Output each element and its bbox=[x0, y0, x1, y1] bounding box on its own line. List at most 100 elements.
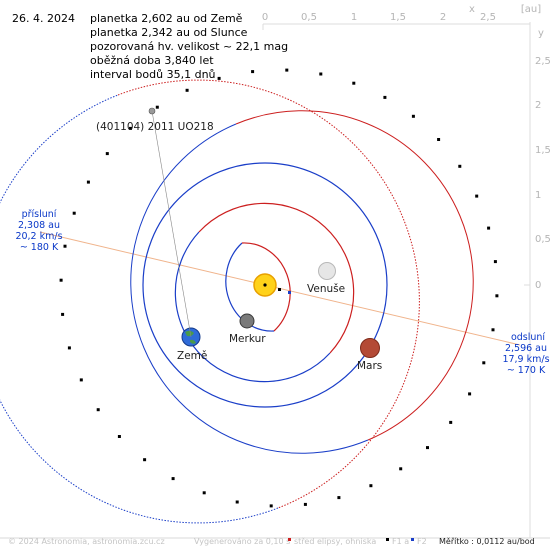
asteroid-position-mark bbox=[269, 504, 273, 508]
perihelion-label: přísluní 2,308 au 20,2 km/s ~ 180 K bbox=[15, 209, 62, 253]
asteroid-position-mark bbox=[143, 458, 147, 462]
asteroid-position-mark bbox=[105, 152, 109, 156]
info-line: planetka 2,602 au od Země bbox=[90, 12, 243, 25]
right-tick-label: 1,5 bbox=[535, 145, 550, 156]
ellipse-center-mark bbox=[278, 288, 281, 291]
asteroid-position-mark bbox=[235, 500, 239, 504]
venus-orbit-above bbox=[198, 202, 355, 354]
info-block: planetka 2,602 au od Země planetka 2,342… bbox=[90, 12, 288, 81]
legend-f1-text: F1 a bbox=[392, 537, 409, 546]
perihelion-speed: 20,2 km/s bbox=[15, 231, 62, 242]
right-axis-labels: 2,5 2 1,5 1 0,5 0 y bbox=[535, 28, 550, 291]
perihelion-title: přísluní bbox=[22, 209, 57, 220]
top-axis-labels: 0 0,5 1 1,5 2 2,5 x [au] bbox=[262, 4, 541, 23]
asteroid-position-mark bbox=[426, 446, 429, 450]
asteroid-position-mark bbox=[185, 88, 189, 92]
mars: Mars bbox=[357, 338, 382, 372]
asteroid-position-marks bbox=[59, 68, 499, 508]
asteroid-position-mark bbox=[495, 294, 499, 298]
perihelion-temperature: ~ 180 K bbox=[20, 242, 59, 253]
aphelion-distance: 2,596 au bbox=[505, 343, 547, 354]
earth-land bbox=[185, 330, 196, 344]
asteroid-position-mark bbox=[79, 378, 83, 382]
mars-orbit-below bbox=[130, 123, 369, 454]
asteroid-position-mark bbox=[449, 420, 453, 424]
right-tick-label: 2,5 bbox=[535, 56, 550, 67]
asteroid-position-mark bbox=[217, 76, 221, 80]
info-line: interval bodů 35,1 dnů bbox=[90, 68, 216, 81]
top-tick-label: 2 bbox=[440, 12, 446, 23]
earth-orbit bbox=[142, 162, 388, 408]
aphelion-temperature: ~ 170 K bbox=[507, 365, 546, 376]
venus: Venuše bbox=[307, 262, 345, 295]
asteroid-label: (401104) 2011 UO218 bbox=[96, 121, 214, 133]
mercury-orbit-above bbox=[241, 242, 291, 332]
right-tick-label: 1 bbox=[535, 190, 541, 201]
legend-f1-swatch bbox=[386, 538, 389, 541]
asteroid-position-mark bbox=[458, 164, 462, 168]
generated-text: Vygenerováno za 0,10 s bbox=[194, 537, 290, 546]
info-line: pozorovaná hv. velikost ~ 22,1 mag bbox=[90, 40, 288, 53]
asteroid-position-mark bbox=[399, 467, 403, 471]
asteroid-position-mark bbox=[491, 328, 495, 332]
top-tick-label: 1,5 bbox=[390, 12, 406, 23]
earth-label: Země bbox=[177, 350, 207, 362]
aphelion-title: odsluní bbox=[511, 332, 545, 343]
asteroid-position-mark bbox=[437, 138, 441, 141]
mars-orbit-above bbox=[235, 110, 474, 441]
asteroid-position-mark bbox=[117, 435, 121, 438]
legend-f2-swatch bbox=[411, 538, 414, 541]
asteroid-position-mark bbox=[285, 68, 289, 72]
top-tick-label: 2,5 bbox=[480, 12, 496, 23]
mercury-orbit-below bbox=[225, 242, 275, 332]
asteroid-position-mark bbox=[155, 105, 159, 109]
aphelion-speed: 17,9 km/s bbox=[502, 354, 549, 365]
asteroid-position-mark bbox=[251, 70, 255, 74]
asteroid-position-mark bbox=[319, 72, 323, 76]
footer: © 2024 Astronomia, astronomia.zcu.cz Vyg… bbox=[8, 537, 535, 546]
perihelion-distance: 2,308 au bbox=[18, 220, 60, 231]
asteroid-position-mark bbox=[72, 211, 76, 215]
asteroid-position-mark bbox=[337, 496, 341, 500]
mercury: Merkur bbox=[229, 313, 266, 345]
asteroid-position-mark bbox=[61, 312, 65, 316]
asteroid-position-mark bbox=[59, 278, 63, 282]
axis-unit: [au] bbox=[521, 4, 541, 15]
ellipse-focus-mark bbox=[288, 291, 291, 294]
sight-line bbox=[151, 110, 192, 338]
scale-text: Měřítko : 0,0112 au/bod bbox=[439, 537, 535, 546]
top-tick-label: 0,5 bbox=[301, 12, 317, 23]
mars-disc bbox=[360, 338, 380, 358]
top-tick-label: 1 bbox=[351, 12, 357, 23]
right-tick-label: 0,5 bbox=[535, 234, 550, 245]
top-tick-label: 0 bbox=[262, 12, 268, 23]
asteroid-position-mark bbox=[482, 361, 486, 365]
asteroid-position-mark bbox=[475, 194, 479, 198]
asteroid-position-mark bbox=[67, 346, 71, 350]
date-label: 26. 4. 2024 bbox=[12, 12, 75, 25]
asteroid-position-mark bbox=[411, 114, 415, 118]
asteroid-position-mark bbox=[303, 502, 307, 506]
legend-f2-text: F2 bbox=[417, 537, 427, 546]
mercury-label: Merkur bbox=[229, 333, 266, 345]
asteroid-position-mark bbox=[63, 244, 67, 248]
y-axis-symbol: y bbox=[538, 28, 544, 39]
earth: Země bbox=[177, 327, 207, 362]
legend-center-text: střed elipsy, ohniska bbox=[294, 537, 376, 546]
info-line: oběžná doba 3,840 let bbox=[90, 54, 214, 67]
asteroid-position-mark bbox=[468, 392, 472, 396]
asteroid-position-mark bbox=[202, 491, 206, 495]
right-tick-label: 2 bbox=[535, 100, 541, 111]
asteroid-position-mark bbox=[352, 81, 356, 85]
asteroid-marker bbox=[148, 107, 156, 115]
asteroid-position-mark bbox=[383, 95, 387, 99]
asteroid-orbit bbox=[0, 68, 499, 524]
x-axis-symbol: x bbox=[469, 4, 475, 15]
asteroid-position-mark bbox=[86, 180, 90, 184]
legend-center-swatch bbox=[288, 538, 291, 541]
info-line: planetka 2,342 au od Slunce bbox=[90, 26, 248, 39]
right-tick-label: 0 bbox=[535, 280, 541, 291]
asteroid-position-mark bbox=[487, 226, 491, 230]
